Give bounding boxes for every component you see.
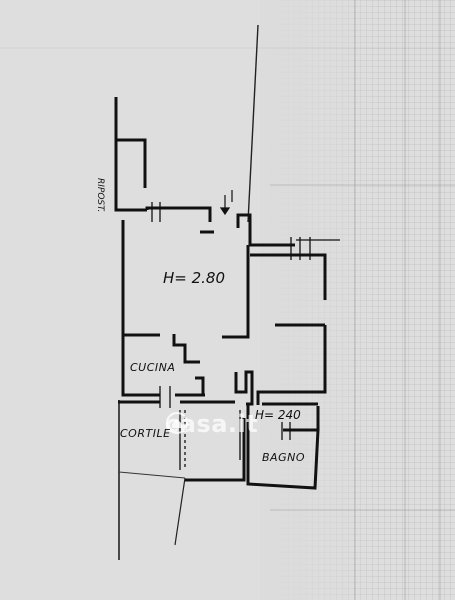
main-room-height-label: H= 2.80 [163,269,226,287]
property-boundary-line [247,24,259,223]
bath-height-label: H= 240 [255,408,301,422]
walls [114,97,327,490]
house-logo-icon [166,412,188,434]
storage-label: RIPOST. [95,178,105,213]
bathroom-label: BAGNO [262,451,305,464]
courtyard-label: CORTILE [120,427,171,440]
kitchen-label: CUCINA [130,361,176,374]
window-markers [151,202,340,470]
casa-it-watermark: casa.it [165,410,259,438]
